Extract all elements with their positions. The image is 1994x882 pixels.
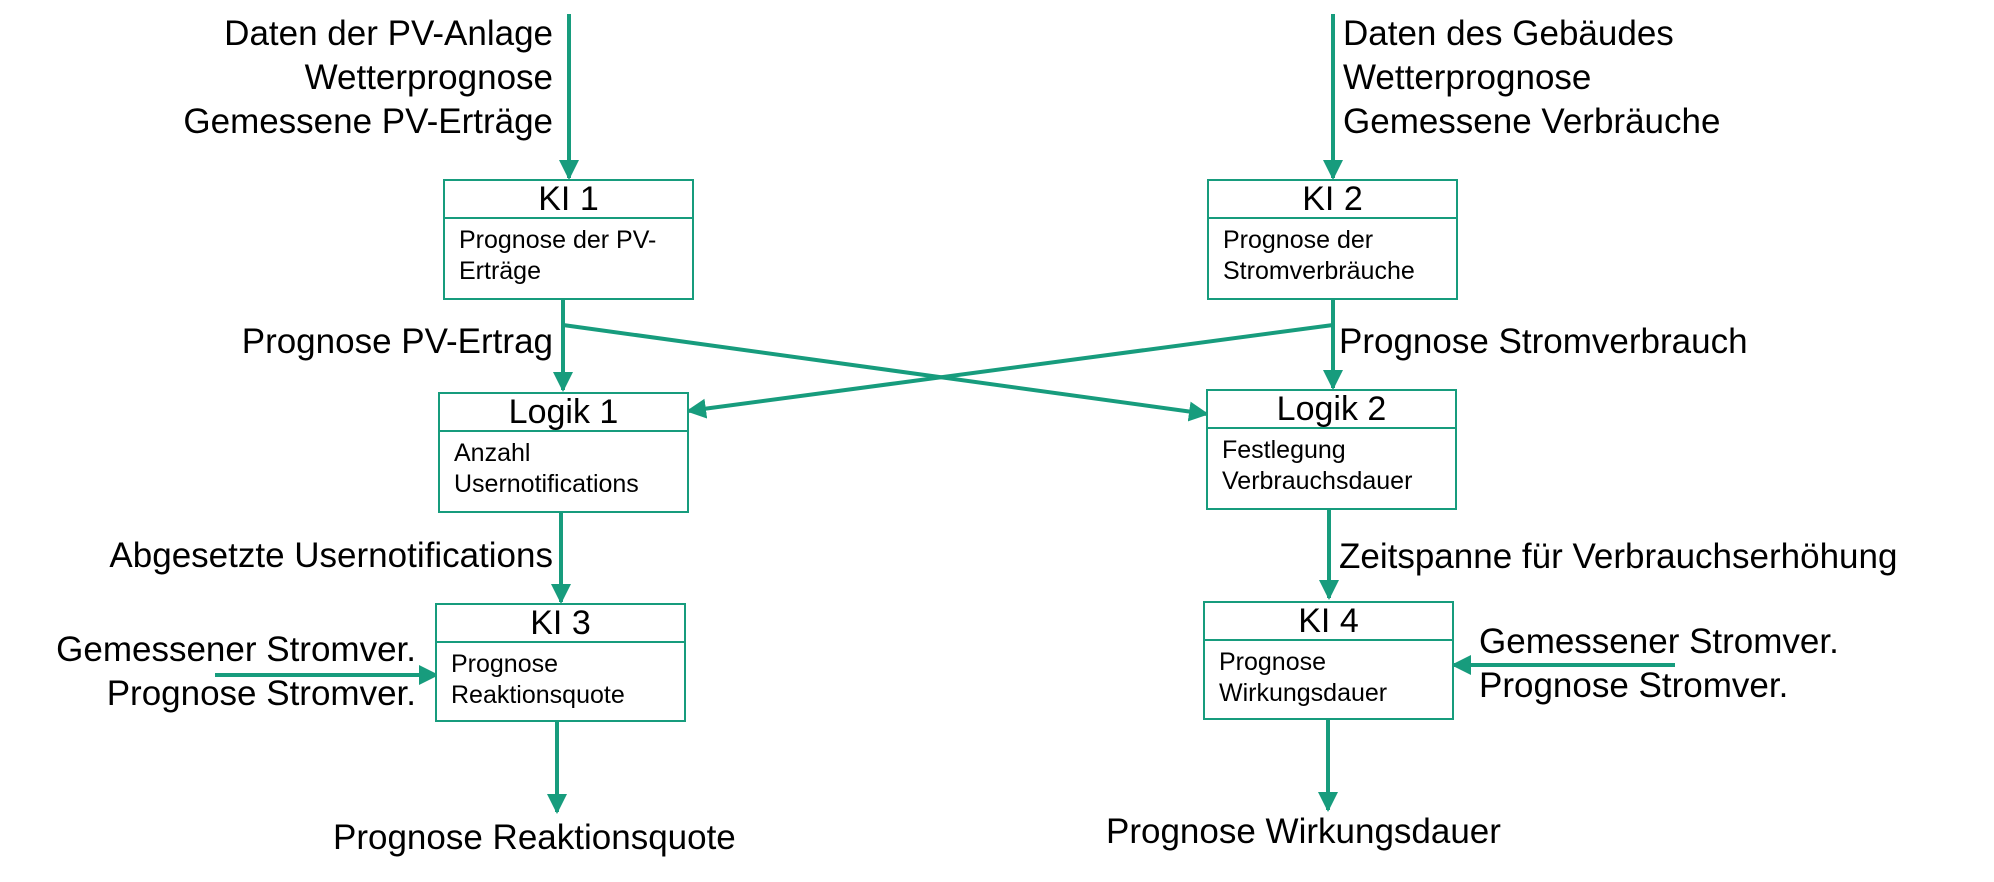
box-logik2-body: Festlegung Verbrauchsdauer bbox=[1222, 436, 1413, 495]
output-right: Prognose Wirkungsdauer bbox=[1106, 812, 1501, 851]
box-ki4: KI 4 Prognose Wirkungsdauer bbox=[1203, 601, 1454, 720]
box-logik1-body: Anzahl Usernotifications bbox=[454, 439, 639, 498]
input-left-2: Wetterprognose bbox=[304, 58, 553, 97]
label-prognose-stromverbrauch: Prognose Stromverbrauch bbox=[1339, 322, 1748, 361]
box-logik1: Logik 1 Anzahl Usernotifications bbox=[438, 392, 689, 513]
box-ki2-title: KI 2 bbox=[1209, 181, 1456, 219]
label-abgesetzte-usernotifications: Abgesetzte Usernotifications bbox=[109, 536, 553, 575]
label-zeitspanne: Zeitspanne für Verbrauchserhöhung bbox=[1339, 537, 1898, 576]
box-ki1-title: KI 1 bbox=[445, 181, 692, 219]
box-ki3-body: Prognose Reaktionsquote bbox=[451, 650, 625, 709]
input-right-1: Daten des Gebäudes bbox=[1343, 14, 1674, 53]
label-prognose-pv-ertrag: Prognose PV-Ertrag bbox=[241, 322, 553, 361]
box-ki4-body: Prognose Wirkungsdauer bbox=[1219, 648, 1388, 707]
input-left-1: Daten der PV-Anlage bbox=[224, 14, 553, 53]
box-ki1-body: Prognose der PV- Erträge bbox=[459, 226, 657, 285]
input-right-2: Wetterprognose bbox=[1343, 58, 1592, 97]
arrow-ki2-to-logik1 bbox=[686, 323, 1334, 419]
side-inputs-left: Gemessener Stromver. Prognose Stromver. bbox=[56, 628, 416, 716]
box-ki3-title: KI 3 bbox=[437, 605, 684, 643]
inputs-left: Daten der PV-Anlage Wetterprognose Gemes… bbox=[183, 12, 553, 144]
side-input-right-2: Prognose Stromver. bbox=[1479, 666, 1789, 705]
box-ki1: KI 1 Prognose der PV- Erträge bbox=[443, 179, 694, 300]
output-left: Prognose Reaktionsquote bbox=[333, 818, 736, 857]
inputs-right: Daten des Gebäudes Wetterprognose Gemess… bbox=[1343, 12, 1720, 144]
side-input-left-2: Prognose Stromver. bbox=[106, 674, 416, 713]
box-ki3: KI 3 Prognose Reaktionsquote bbox=[435, 603, 686, 722]
box-ki2: KI 2 Prognose der Stromverbräuche bbox=[1207, 179, 1458, 300]
box-ki4-title: KI 4 bbox=[1205, 603, 1452, 641]
box-logik1-title: Logik 1 bbox=[440, 394, 687, 432]
arrow-ki1-to-logik2 bbox=[562, 323, 1209, 422]
box-logik2-title: Logik 2 bbox=[1208, 391, 1455, 429]
input-right-3: Gemessene Verbräuche bbox=[1343, 102, 1721, 141]
box-logik2: Logik 2 Festlegung Verbrauchsdauer bbox=[1206, 389, 1457, 510]
input-left-3: Gemessene PV-Erträge bbox=[183, 102, 553, 141]
side-input-left-1: Gemessener Stromver. bbox=[56, 630, 416, 669]
box-ki2-body: Prognose der Stromverbräuche bbox=[1223, 226, 1415, 285]
side-inputs-right: Gemessener Stromver. Prognose Stromver. bbox=[1479, 620, 1839, 708]
side-input-right-1: Gemessener Stromver. bbox=[1479, 622, 1839, 661]
